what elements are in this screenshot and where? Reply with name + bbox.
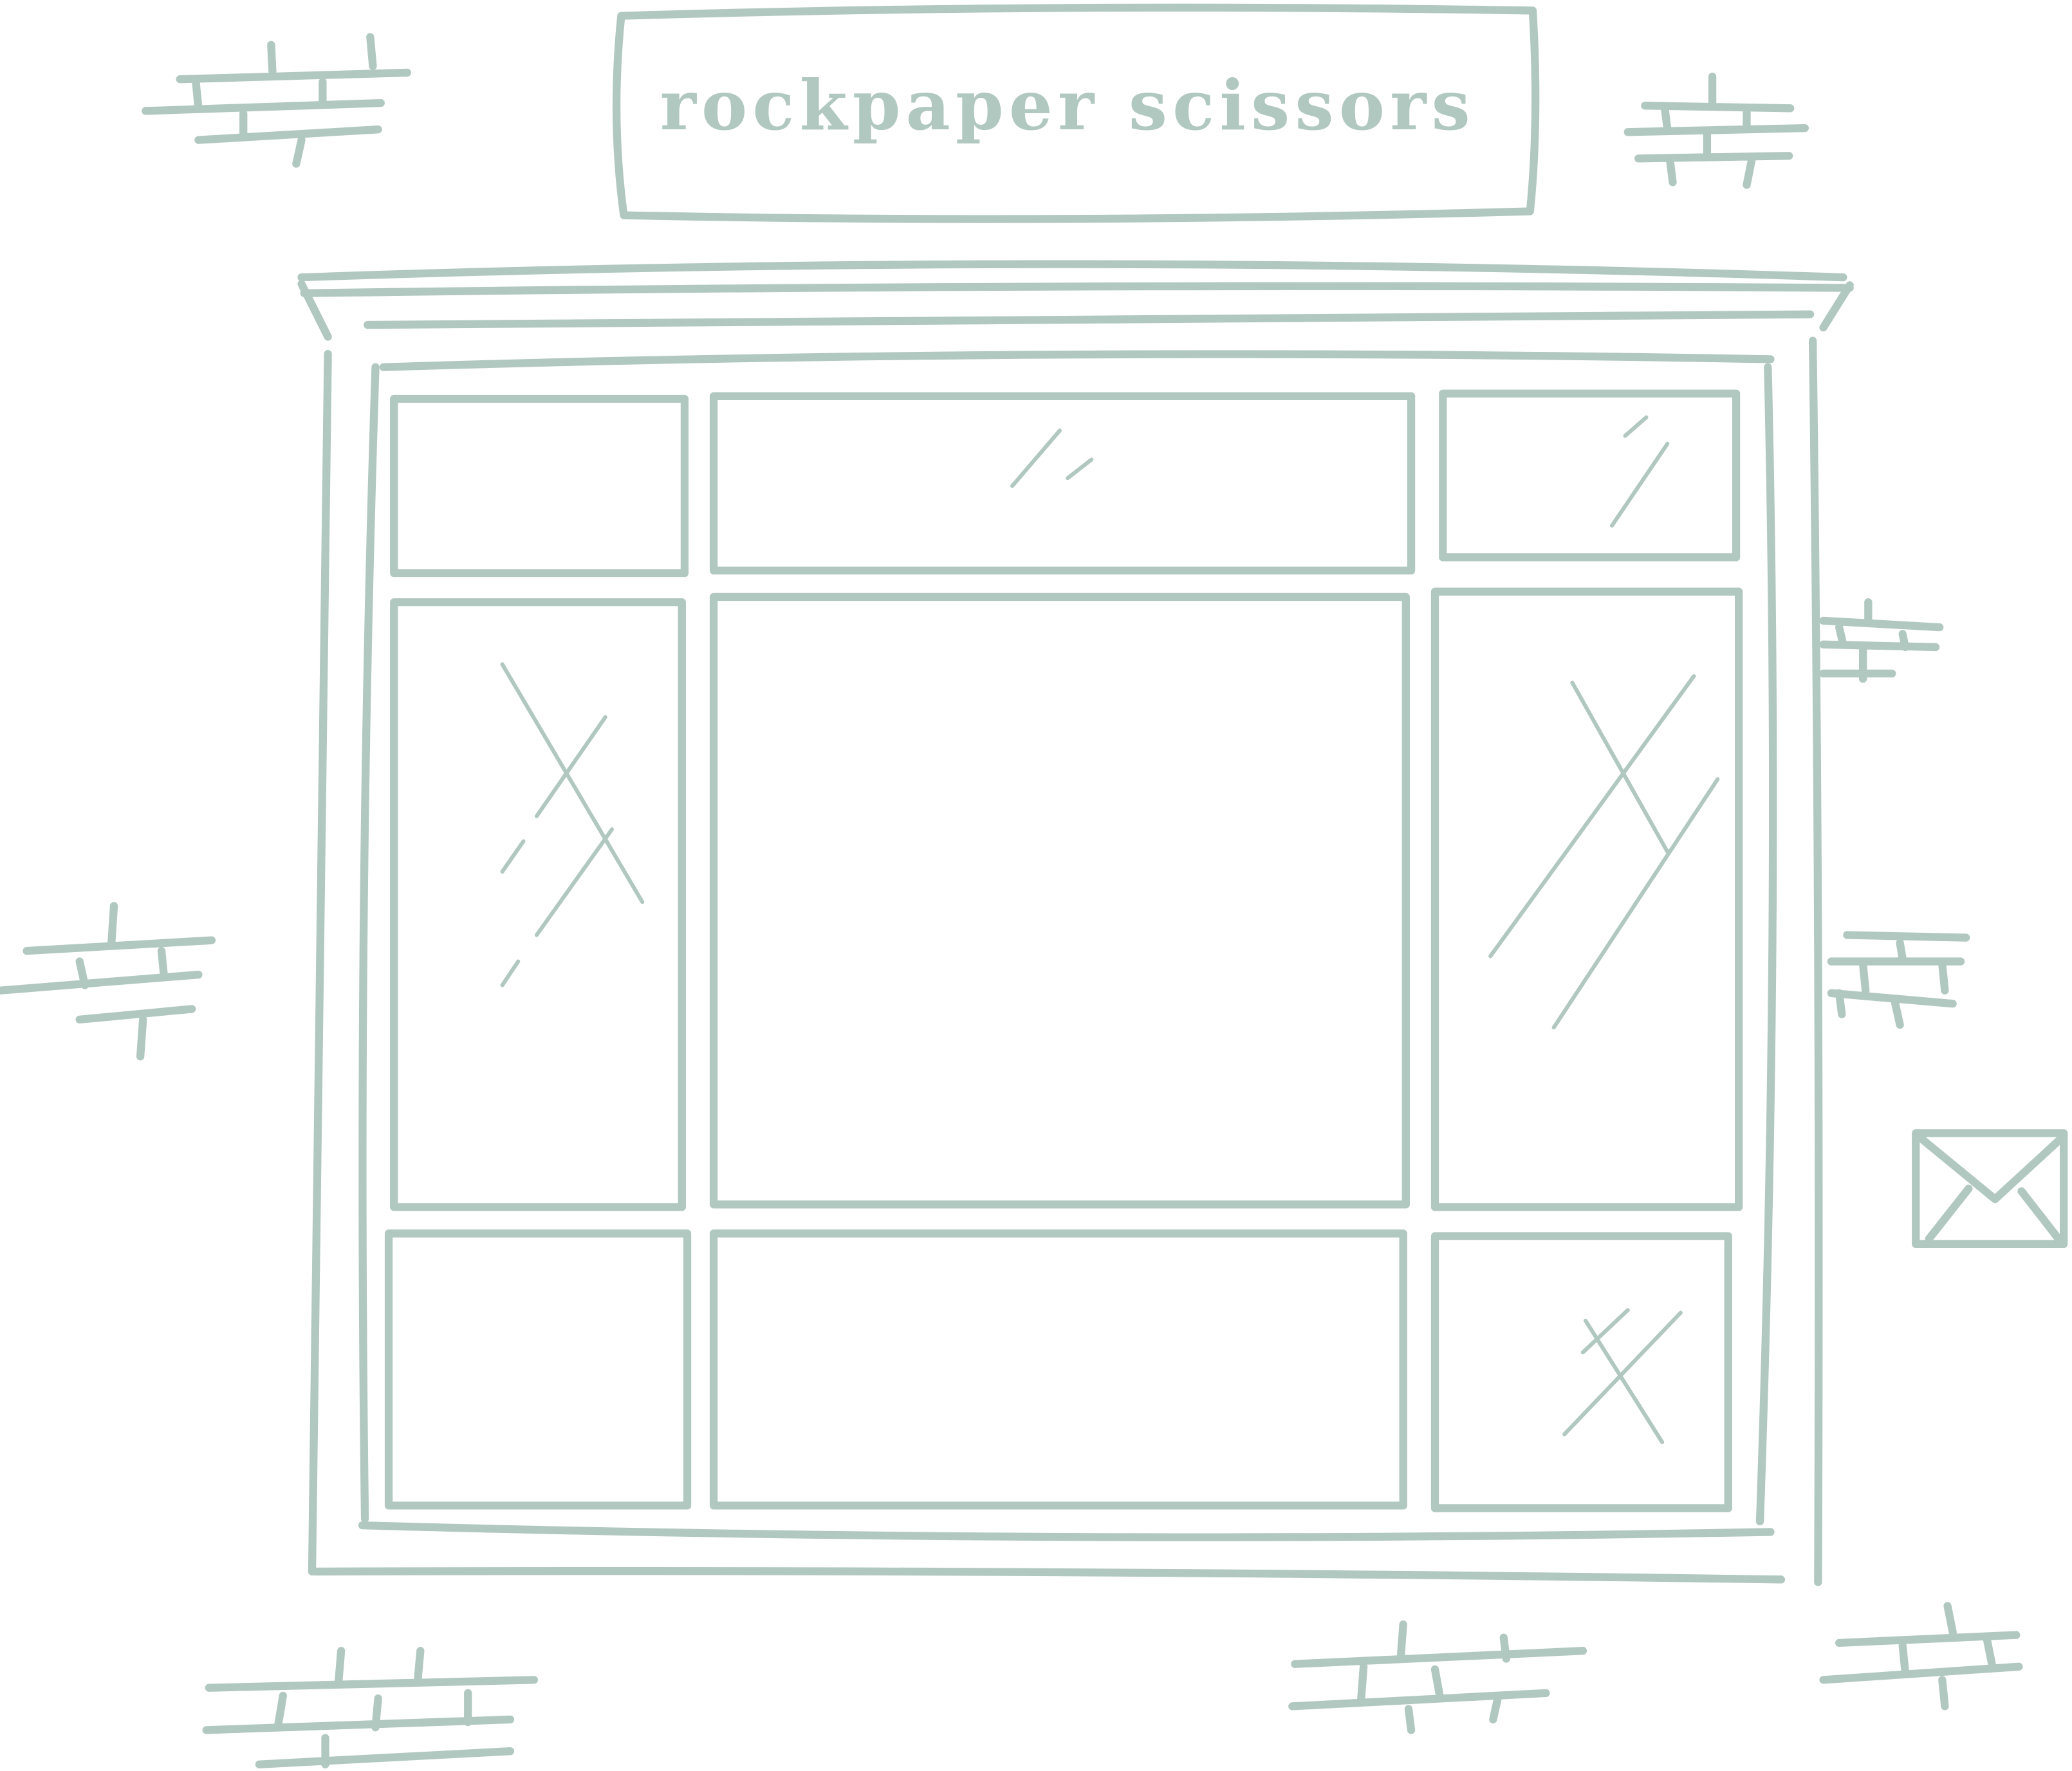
- shop-sign: rockpaper scissors: [612, 3, 1540, 223]
- pane-mid-center: [709, 592, 1410, 1209]
- shop-frame: [308, 336, 1823, 1586]
- pane-mid-left: [390, 598, 686, 1211]
- glass-glint: [500, 415, 1720, 1444]
- pane-top-right: [1439, 389, 1741, 562]
- cornice: [297, 260, 1854, 341]
- pane-bottom-center: [709, 1229, 1407, 1510]
- brick-mark: [0, 33, 2023, 1768]
- shop-sign-text: rockpaper scissors: [660, 66, 1475, 146]
- pane-top-left: [390, 394, 689, 578]
- pane-mid-right: [1430, 587, 1743, 1211]
- pane-bottom-left: [384, 1229, 692, 1510]
- envelope-icon: [1912, 1129, 2068, 1249]
- window-panes: [384, 389, 1743, 1512]
- pane-top-center: [709, 392, 1416, 575]
- pane-bottom-right: [1430, 1232, 1732, 1512]
